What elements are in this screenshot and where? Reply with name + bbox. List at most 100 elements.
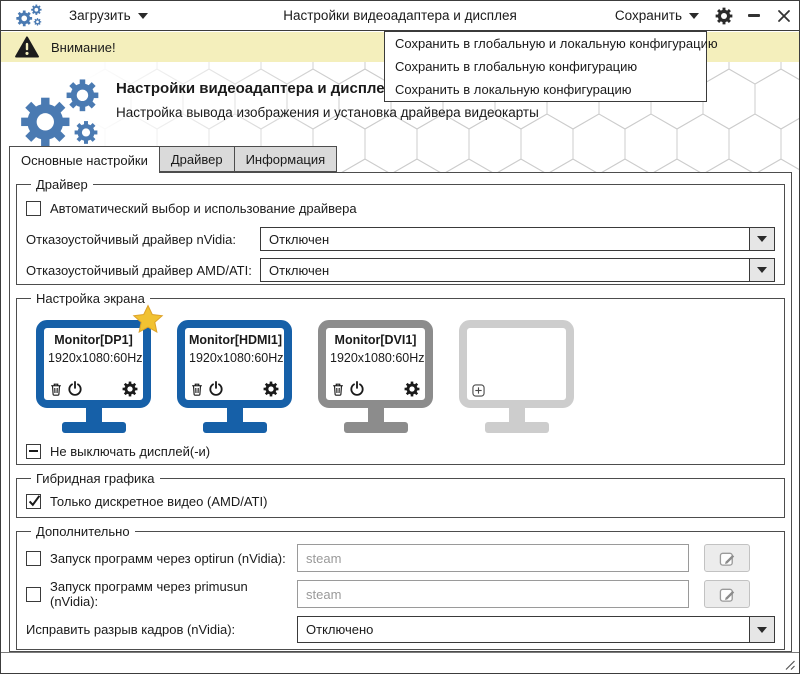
save-menu-item-global[interactable]: Сохранить в глобальную конфигурацию (395, 59, 638, 74)
gear-icon[interactable] (122, 381, 138, 397)
optirun-label: Запуск программ через optirun (nVidia): (50, 550, 286, 566)
monitor-add-slot[interactable] (459, 320, 574, 433)
status-bar (1, 652, 799, 673)
primusun-label: Запуск программ через primusun (nVidia): (50, 579, 248, 609)
combo-button (749, 259, 774, 281)
power-icon[interactable] (67, 381, 83, 397)
monitor-base (61, 422, 126, 433)
monitor-stand (85, 408, 102, 422)
close-button[interactable] (769, 1, 799, 30)
monitor-base (343, 422, 408, 433)
warning-text: Внимание! (51, 39, 116, 55)
gear-icon[interactable] (263, 381, 279, 397)
monitor-dp1[interactable]: Monitor[DP1] 1920x1080:60Hz (36, 304, 164, 433)
driver-group: Драйвер Автоматический выбор и использов… (16, 177, 785, 285)
tab-information[interactable]: Информация (234, 146, 338, 172)
add-monitor-icon[interactable] (472, 384, 485, 397)
primusun-edit-button[interactable] (704, 580, 750, 608)
amd-failsafe-select[interactable]: Отключен (260, 258, 775, 282)
primusun-input[interactable] (297, 580, 689, 608)
extras-group-legend: Дополнительно (36, 524, 130, 539)
triangle-down-icon (757, 236, 767, 242)
gear-icon[interactable] (404, 381, 420, 397)
amd-failsafe-label: Отказоустойчивый драйвер AMD/ATI: (26, 262, 252, 278)
keep-display-on-checkbox[interactable] (26, 443, 41, 459)
power-icon[interactable] (208, 381, 224, 397)
keep-display-on-label: Не выключать дисплей(-и) (50, 443, 211, 459)
tab-label: Драйвер (170, 151, 223, 167)
save-button[interactable]: Сохранить (605, 1, 709, 30)
tab-driver[interactable]: Драйвер (159, 146, 235, 172)
driver-group-legend: Драйвер (36, 177, 88, 192)
load-button[interactable]: Загрузить (59, 1, 158, 30)
optirun-edit-button[interactable] (704, 544, 750, 572)
tearfix-select[interactable]: Отключено (297, 616, 775, 643)
edit-icon (719, 552, 734, 566)
extras-group: Дополнительно Запуск программ через opti… (16, 524, 785, 650)
tab-label: Информация (245, 151, 326, 167)
monitor-name: Monitor[HDMI1] (189, 333, 283, 347)
optirun-checkbox[interactable] (26, 550, 41, 566)
monitor-row: Monitor[DP1] 1920x1080:60Hz (36, 304, 775, 433)
trash-icon[interactable] (331, 382, 345, 397)
chevron-down-icon (689, 12, 699, 19)
monitor-resolution: 1920x1080:60Hz (330, 351, 425, 365)
minimize-button[interactable] (739, 1, 769, 30)
combo-button (749, 228, 774, 250)
checkmark-icon (28, 495, 40, 507)
monitor-screen (459, 320, 574, 408)
tab-main-settings[interactable]: Основные настройки (9, 146, 160, 173)
nvidia-failsafe-value: Отключен (269, 231, 330, 247)
nvidia-failsafe-label: Отказоустойчивый драйвер nVidia: (26, 231, 236, 247)
auto-driver-checkbox[interactable] (26, 200, 41, 216)
nvidia-failsafe-select[interactable]: Отключен (260, 227, 775, 251)
primusun-checkbox[interactable] (26, 586, 41, 602)
save-menu-item-global-and-local[interactable]: Сохранить в глобальную и локальную конфи… (395, 36, 718, 51)
tearfix-value: Отключено (306, 622, 374, 637)
load-button-label: Загрузить (69, 8, 131, 23)
discrete-only-checkbox[interactable] (26, 493, 41, 509)
app-logo-icon (21, 79, 99, 146)
save-menu: Сохранить в глобальную и локальную конфи… (384, 31, 718, 102)
discrete-only-label: Только дискретное видео (AMD/ATI) (50, 493, 268, 509)
titlebar: Загрузить Настройки видеоадаптера и дисп… (1, 1, 799, 31)
page-title: Настройки видеоадаптера и дисплея (116, 80, 394, 97)
gear-icon (715, 7, 733, 24)
app-logo-icon (16, 4, 42, 27)
star-icon (132, 304, 164, 334)
trash-icon[interactable] (49, 382, 63, 397)
save-menu-item-local[interactable]: Сохранить в локальную конфигурацию (395, 82, 632, 97)
hybrid-group-legend: Гибридная графика (36, 471, 155, 486)
monitor-stand (367, 408, 384, 422)
monitor-resolution: 1920x1080:60Hz (189, 351, 284, 365)
tab-label: Основные настройки (21, 152, 148, 168)
minimize-icon (748, 14, 760, 17)
power-icon[interactable] (349, 381, 365, 397)
close-icon (778, 9, 790, 22)
hybrid-group: Гибридная графика Только дискретное виде… (16, 471, 785, 518)
edit-icon (719, 588, 734, 602)
monitor-screen: Monitor[DP1] 1920x1080:60Hz (36, 320, 151, 408)
monitor-name: Monitor[DVI1] (334, 333, 417, 347)
triangle-down-icon (757, 626, 767, 633)
chevron-down-icon (137, 12, 148, 19)
titlebar-controls: Сохранить (605, 1, 799, 30)
monitor-base (484, 422, 549, 433)
optirun-input[interactable] (297, 544, 689, 572)
tab-panel: Драйвер Автоматический выбор и использов… (9, 172, 792, 652)
monitor-dvi1[interactable]: Monitor[DVI1] 1920x1080:60Hz (318, 320, 433, 433)
save-button-label: Сохранить (614, 8, 682, 23)
monitor-screen: Monitor[DVI1] 1920x1080:60Hz (318, 320, 433, 408)
resize-grip[interactable] (780, 655, 796, 671)
triangle-down-icon (757, 267, 767, 273)
trash-icon[interactable] (190, 382, 204, 397)
monitor-stand (508, 408, 525, 422)
header-text: Настройки видеоадаптера и дисплея Настро… (116, 80, 539, 120)
monitor-hdmi1[interactable]: Monitor[HDMI1] 1920x1080:60Hz (177, 320, 292, 433)
settings-button[interactable] (709, 1, 739, 30)
tab-bar: Основные настройки Драйвер Информация (9, 146, 338, 173)
page-subtitle: Настройка вывода изображения и установка… (116, 105, 539, 120)
combo-button (749, 617, 774, 642)
auto-driver-label: Автоматический выбор и использование дра… (50, 200, 357, 216)
